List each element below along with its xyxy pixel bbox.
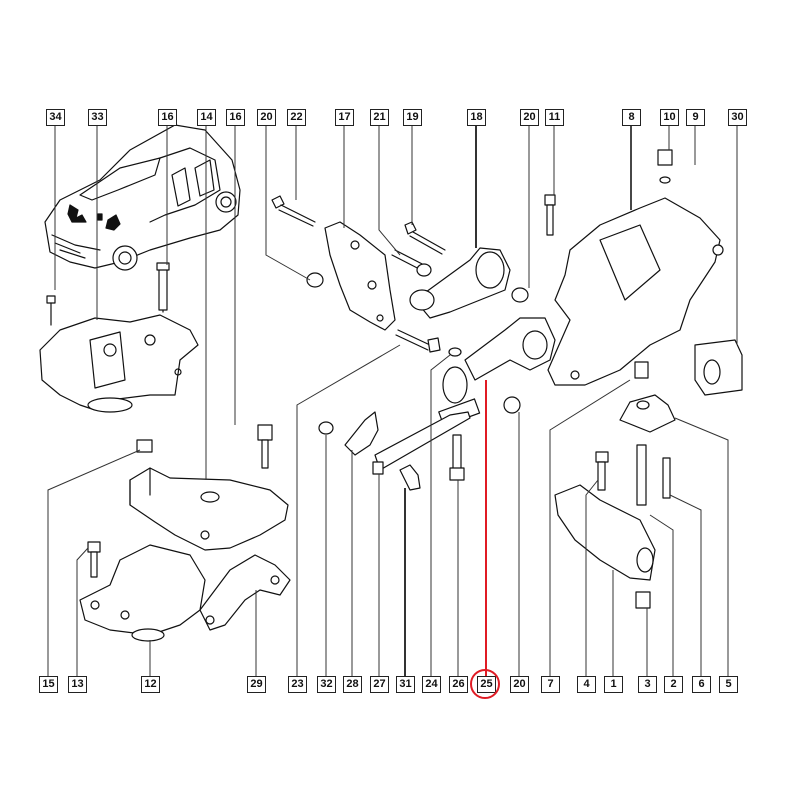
callout-16b[interactable]: 16 <box>226 109 245 126</box>
callout-20c[interactable]: 20 <box>510 676 529 693</box>
callout-11[interactable]: 11 <box>545 109 564 126</box>
callout-17[interactable]: 17 <box>335 109 354 126</box>
callout-8[interactable]: 8 <box>622 109 641 126</box>
callout-20b[interactable]: 20 <box>520 109 539 126</box>
callout-27[interactable]: 27 <box>370 676 389 693</box>
callout-24[interactable]: 24 <box>422 676 441 693</box>
callout-16[interactable]: 16 <box>158 109 177 126</box>
callout-23[interactable]: 23 <box>288 676 307 693</box>
link-parts-28-27 <box>318 411 471 491</box>
gearbox-mount-14 <box>129 424 289 551</box>
bracket-29 <box>199 554 291 631</box>
callout-6[interactable]: 6 <box>692 676 711 693</box>
right-mount-assembly <box>554 361 676 609</box>
callout-32[interactable]: 32 <box>317 676 336 693</box>
left-mount-assembly <box>39 262 199 413</box>
torque-rod-25 <box>438 317 556 481</box>
callout-4[interactable]: 4 <box>577 676 596 693</box>
callout-3[interactable]: 3 <box>638 676 657 693</box>
callout-12[interactable]: 12 <box>141 676 160 693</box>
lower-mount-12 <box>79 541 206 642</box>
callout-18[interactable]: 18 <box>467 109 486 126</box>
callout-29[interactable]: 29 <box>247 676 266 693</box>
callout-19[interactable]: 19 <box>403 109 422 126</box>
callout-15[interactable]: 15 <box>39 676 58 693</box>
callout-22[interactable]: 22 <box>287 109 306 126</box>
callout-28[interactable]: 28 <box>343 676 362 693</box>
callout-1[interactable]: 1 <box>604 676 623 693</box>
mount-30 <box>694 339 743 396</box>
callout-31[interactable]: 31 <box>396 676 415 693</box>
callout-13[interactable]: 13 <box>68 676 87 693</box>
torque-rod-18 <box>409 247 529 319</box>
callout-10[interactable]: 10 <box>660 109 679 126</box>
upper-bracket-17 <box>271 195 446 353</box>
bracket-8 <box>544 149 724 386</box>
callout-33[interactable]: 33 <box>88 109 107 126</box>
callout-30[interactable]: 30 <box>728 109 747 126</box>
highlight-ring <box>470 669 500 699</box>
callout-20[interactable]: 20 <box>257 109 276 126</box>
callout-5[interactable]: 5 <box>719 676 738 693</box>
callout-9[interactable]: 9 <box>686 109 705 126</box>
callout-2[interactable]: 2 <box>664 676 683 693</box>
callout-26[interactable]: 26 <box>449 676 468 693</box>
callout-14[interactable]: 14 <box>197 109 216 126</box>
callout-7[interactable]: 7 <box>541 676 560 693</box>
callout-21[interactable]: 21 <box>370 109 389 126</box>
car-illustration <box>44 124 241 271</box>
leader-lines <box>47 125 738 676</box>
callout-34[interactable]: 34 <box>46 109 65 126</box>
